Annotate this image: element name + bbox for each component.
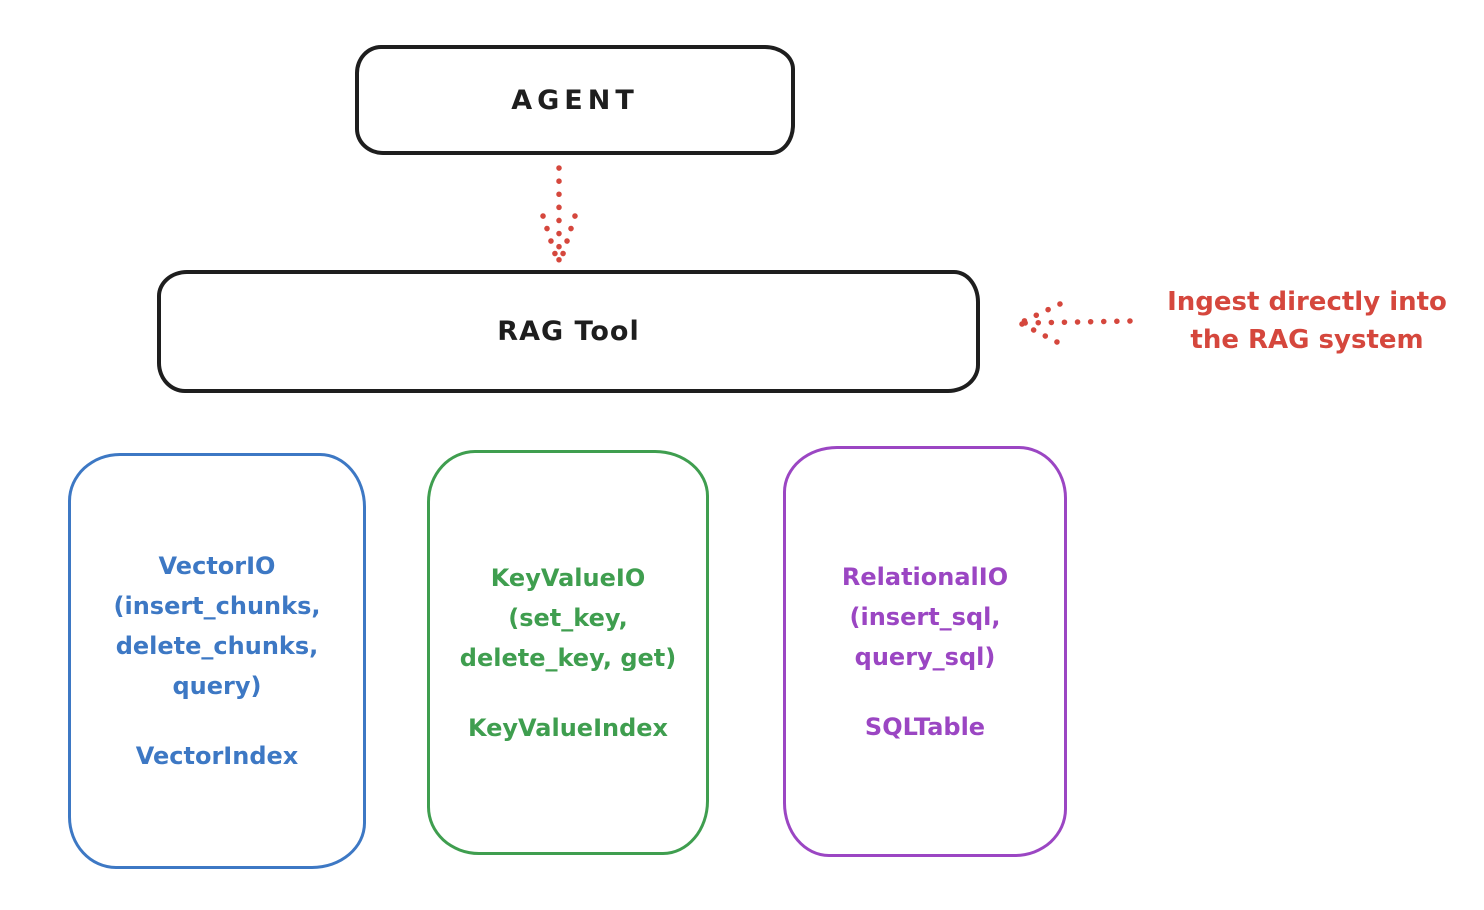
vector-io-title: VectorIO (insert_chunks, delete_chunks, … [113, 552, 321, 700]
agent-label: AGENT [511, 84, 639, 116]
dotted-left-arrow-icon [1019, 301, 1133, 345]
relational-io-title: RelationalIO (insert_sql, query_sql) [841, 562, 1009, 671]
keyvalue-io-title: KeyValueIO (set_key, delete_key, get) [459, 563, 677, 672]
ingest-annotation: Ingest directly into the RAG system [1167, 287, 1447, 355]
relational-io-box: RelationalIO (insert_sql, query_sql) SQL… [783, 446, 1067, 857]
keyvalue-io-box: KeyValueIO (set_key, delete_key, get) Ke… [427, 450, 709, 855]
vector-io-box: VectorIO (insert_chunks, delete_chunks, … [68, 453, 366, 869]
sqltable-label: SQLTable [864, 712, 986, 741]
vector-index-label: VectorIndex [135, 742, 299, 770]
keyvalue-index-label: KeyValueIndex [467, 713, 669, 742]
rag-tool-box: RAG Tool [157, 270, 980, 393]
dotted-down-arrow-icon [540, 165, 578, 263]
rag-tool-label: RAG Tool [497, 316, 640, 347]
agent-box: AGENT [355, 45, 795, 155]
